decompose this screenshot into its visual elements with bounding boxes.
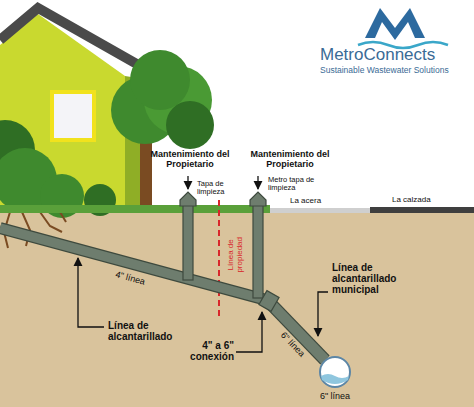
sewer-pipes-part [270,303,325,360]
pipe-size-label: 6" línea [320,392,350,402]
sewer-pipes-part [253,204,263,298]
leader-arrows-part [78,258,104,327]
sewer-pipes-part [0,228,270,301]
ground [0,211,474,407]
callout-label: Línea de alcantarillado [108,320,188,342]
municipal-main [320,357,350,387]
callout-label: Línea de alcantarillado municipal [332,262,424,295]
logo-name: MetroConnects [320,46,435,65]
callout-heading: Mantenimiento del Propietario [250,150,330,170]
roots-part [40,212,62,232]
sewer-pipes-part [270,303,325,360]
leader-arrows-part [236,312,262,352]
logo-tagline: Sustainable Wastewater Solutions [320,66,449,75]
municipal-main-part [321,374,349,384]
sewer-pipes-part [259,291,279,312]
property-line [219,200,220,320]
municipal-main-part [320,357,350,387]
logo-mark [358,8,448,48]
sewer-pipes-part [250,192,266,206]
tree-part [166,101,214,149]
sewer-pipes-part [183,204,193,280]
leader-arrows-part [187,176,188,189]
leader-arrows-part [318,292,328,336]
callout-label: Tapa de limpieza [197,180,235,197]
leader-arrows-part [257,176,258,189]
ground-part [0,211,474,407]
sewer-pipes [0,192,325,360]
tree-part [130,50,190,110]
surface [0,205,474,213]
property-line-label: Línea de propiedad [227,232,245,278]
sewer-pipes-part [180,192,196,206]
sewer-pipes-part [0,228,270,301]
property-line-part [218,200,220,320]
callout-heading: Mantenimiento del Propietario [150,150,230,170]
house-part [52,92,94,140]
surface-part [370,207,474,213]
leader-arrows [78,176,328,352]
callout-label: 4" a 6" conexión [178,340,234,362]
surface-label: La calzada [392,196,431,205]
callout-label: Metro tapa de limpieza [268,176,320,193]
bushes [0,120,116,218]
surface-part [270,208,370,213]
roots-part [60,212,66,222]
surface-part [0,205,270,213]
surface-label: La acera [290,197,321,206]
logo-mark-part [365,8,425,40]
